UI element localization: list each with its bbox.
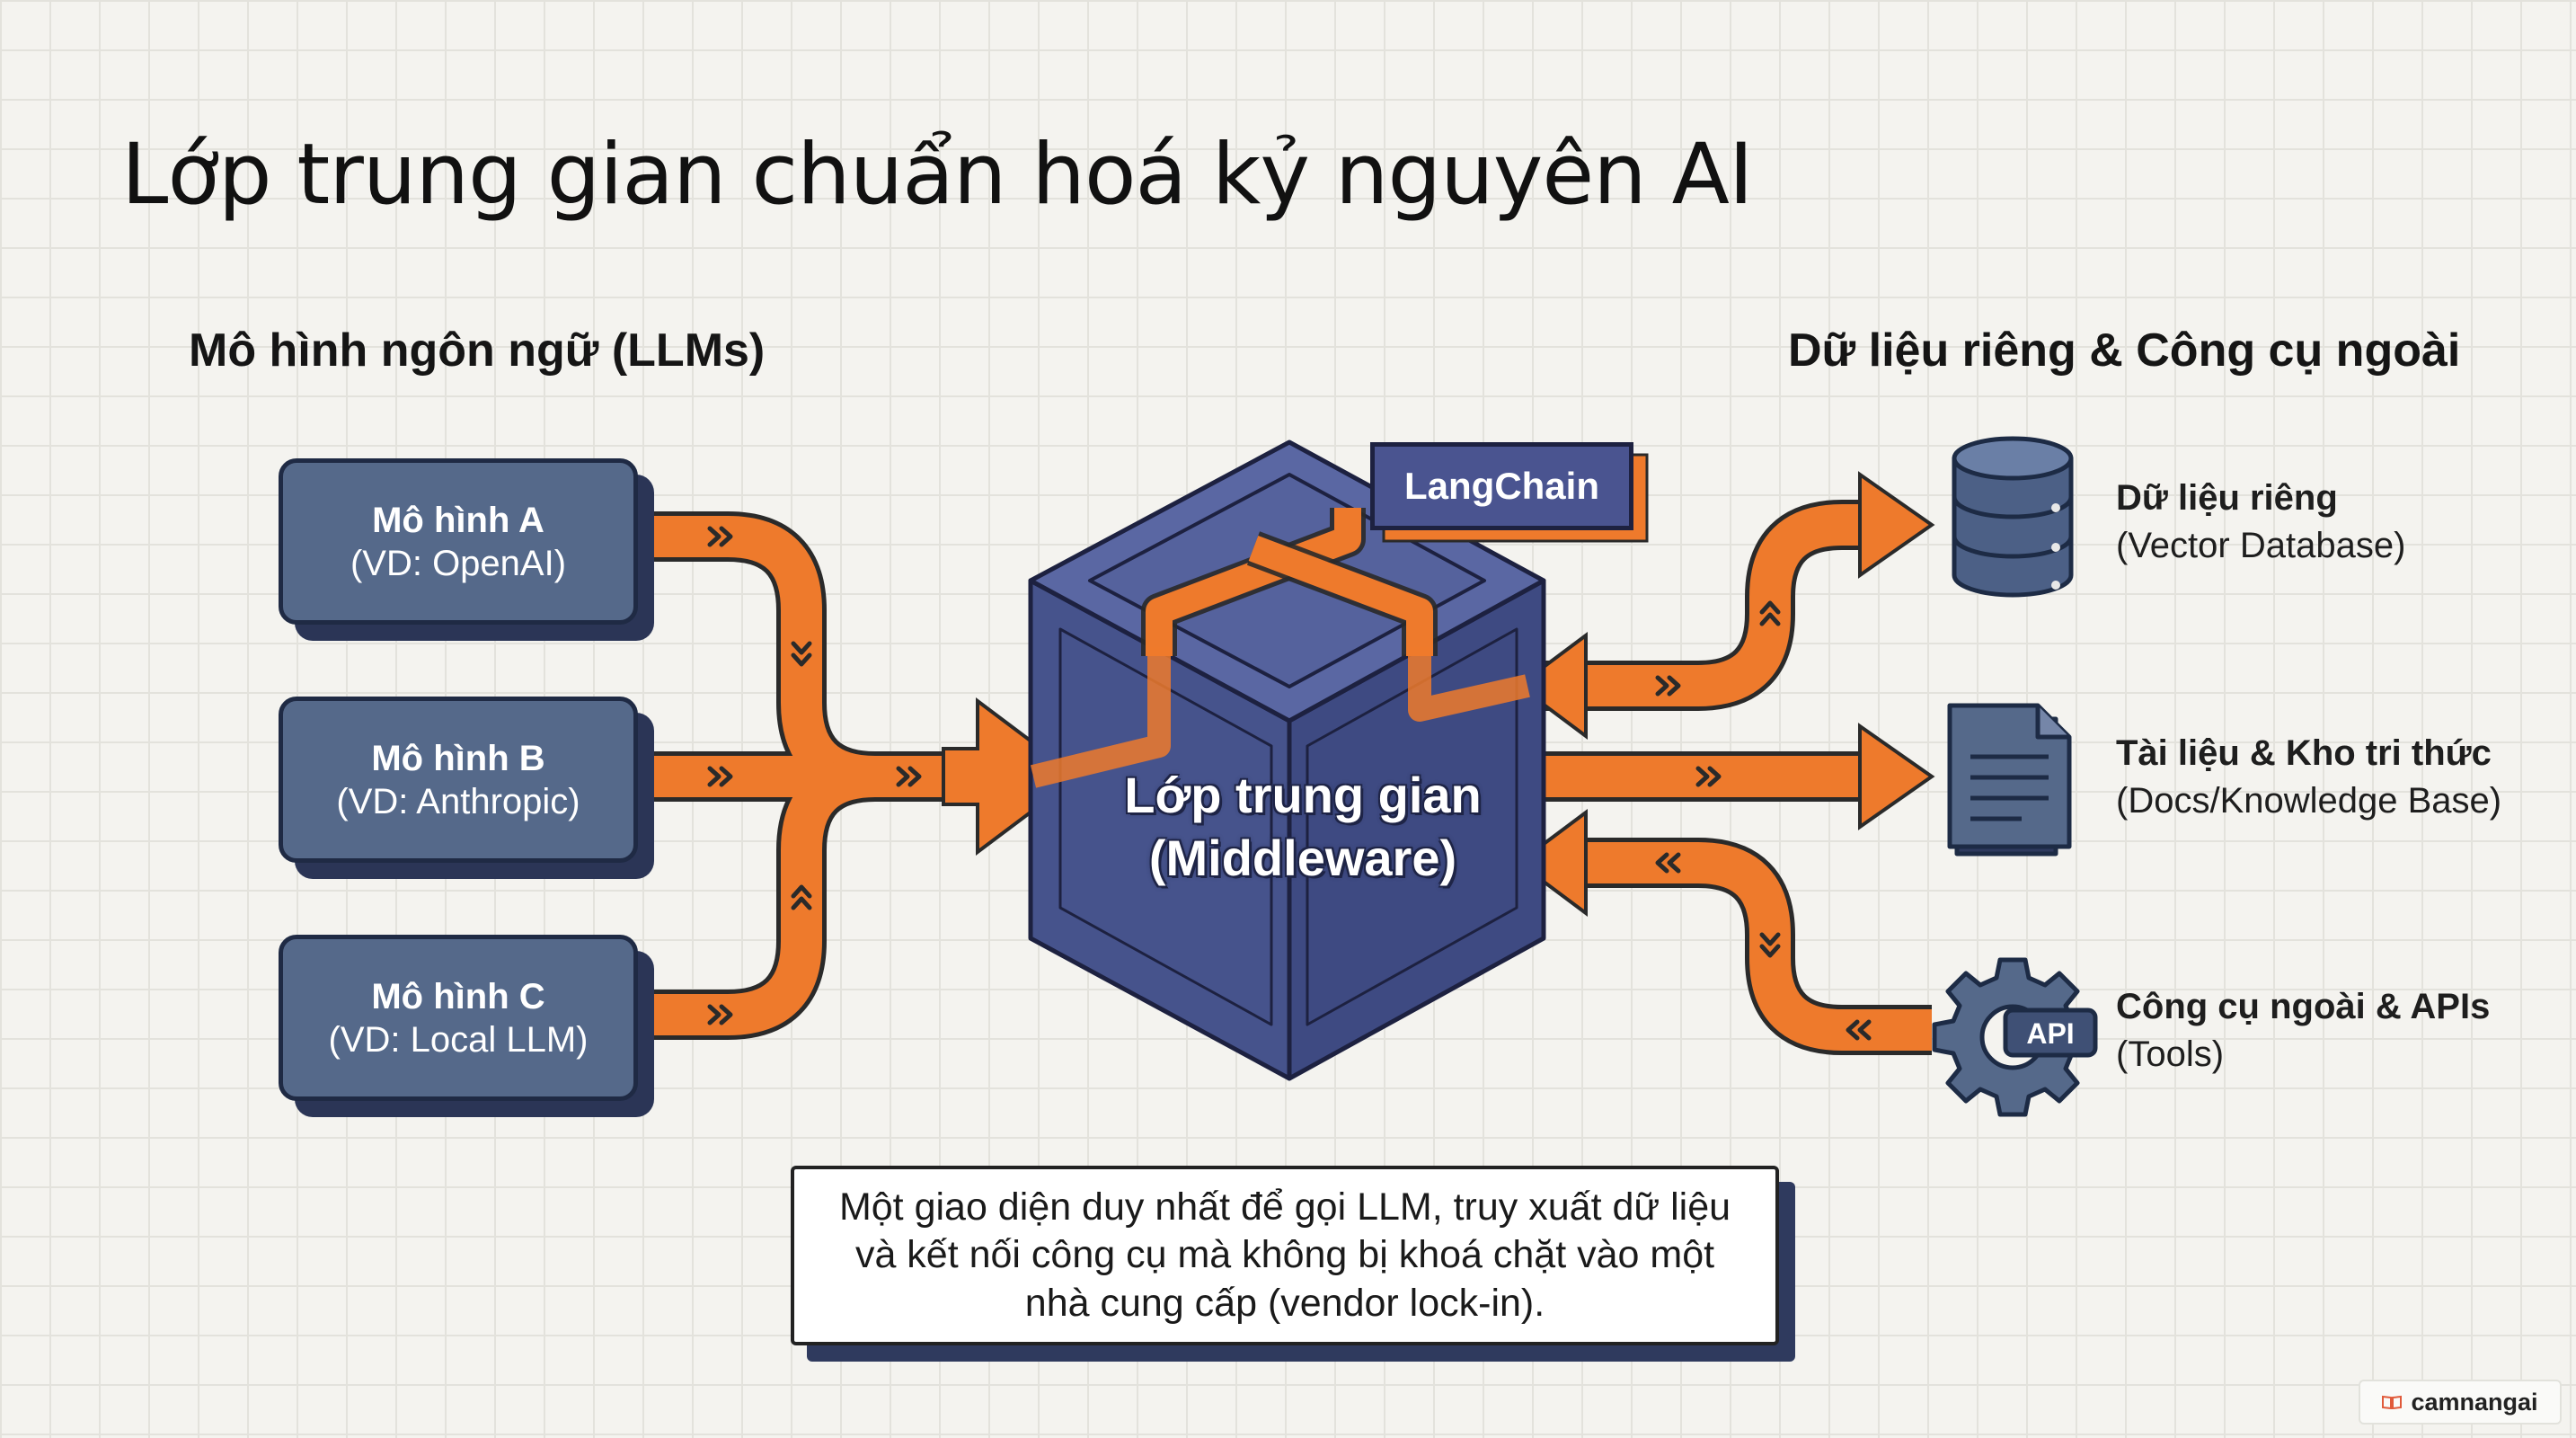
left-arrows	[642, 511, 952, 1040]
resource-tools-label: Công cụ ngoài & APIs (Tools)	[2116, 983, 2490, 1078]
cube-inner-bands	[1030, 508, 1530, 788]
resource-tools-name: Công cụ ngoài & APIs	[2116, 987, 2491, 1026]
arrowhead-to-database	[1858, 471, 1935, 579]
cube-left-inset	[1058, 627, 1273, 1026]
arrowhead-to-docs	[1858, 723, 1935, 830]
middleware-subtitle: (Middleware)	[1148, 830, 1457, 886]
model-b-name: Mô hình B	[371, 738, 545, 778]
resource-docs-sub: (Docs/Knowledge Base)	[2116, 780, 2502, 821]
right-chevrons	[1655, 600, 1872, 1041]
caption-box: Một giao diện duy nhất để gọi LLM, truy …	[791, 1166, 1779, 1345]
resource-tools-sub: (Tools)	[2116, 1034, 2225, 1074]
page-title: Lớp trung gian chuẩn hoá kỷ nguyên AI	[121, 126, 1754, 224]
watermark-badge: camnangai	[2359, 1380, 2562, 1425]
resource-database-label: Dữ liệu riêng (Vector Database)	[2116, 475, 2405, 570]
model-c-name: Mô hình C	[371, 976, 545, 1016]
gear-api-icon	[1932, 957, 2098, 1117]
resource-docs-name: Tài liệu & Kho tri thức	[2116, 733, 2492, 773]
resource-database-sub: (Vector Database)	[2116, 525, 2406, 565]
model-c-box: Mô hình C (VD: Local LLM)	[279, 935, 638, 1101]
arrowhead-from-database	[1515, 632, 1588, 740]
api-label: API	[2026, 1017, 2074, 1050]
llms-heading: Mô hình ngôn ngữ (LLMs)	[189, 324, 766, 377]
resource-docs-label: Tài liệu & Kho tri thức (Docs/Knowledge …	[2116, 730, 2501, 825]
model-a-name: Mô hình A	[372, 500, 544, 540]
resource-database-name: Dữ liệu riêng	[2116, 478, 2338, 518]
caption-text: Một giao diện duy nhất để gọi LLM, truy …	[838, 1185, 1731, 1325]
left-chevrons	[707, 526, 922, 1025]
middleware-title: Lớp trung gian	[1124, 767, 1482, 823]
middleware-label: Lớp trung gian (Middleware)	[1042, 764, 1563, 890]
model-a-vendor: (VD: OpenAI)	[350, 543, 567, 583]
model-c-vendor: (VD: Local LLM)	[328, 1019, 589, 1060]
arrowhead-from-tools	[1515, 809, 1588, 917]
model-a-box: Mô hình A (VD: OpenAI)	[279, 458, 638, 625]
cube-right-inset	[1306, 627, 1518, 1026]
database-icon	[1952, 436, 2074, 598]
book-icon	[2382, 1395, 2403, 1409]
resources-heading: Dữ liệu riêng & Công cụ ngoài	[1788, 324, 2461, 377]
document-icon	[1947, 703, 2072, 857]
model-b-vendor: (VD: Anthropic)	[336, 781, 580, 821]
model-b-box: Mô hình B (VD: Anthropic)	[279, 697, 638, 863]
langchain-badge: LangChain	[1370, 442, 1633, 530]
watermark-text: camnangai	[2411, 1388, 2538, 1416]
